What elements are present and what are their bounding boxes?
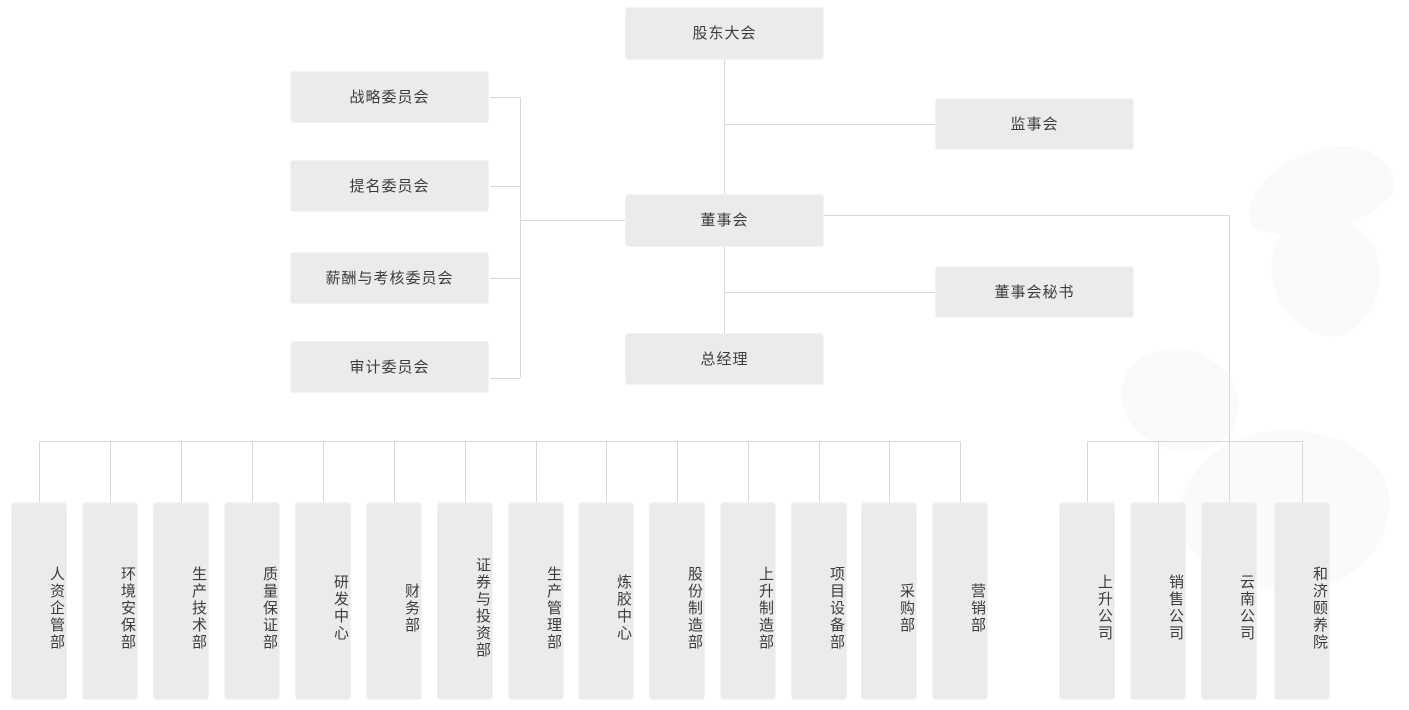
connector-department-drop xyxy=(748,441,749,502)
node-department-procurement[interactable]: 采购部 xyxy=(861,502,917,700)
node-committee-strategy[interactable]: 战略委员会 xyxy=(290,71,489,123)
connector-department-drop xyxy=(252,441,253,502)
node-department-securities-investment[interactable]: 证券与投资部 xyxy=(437,502,493,700)
background-watermark-shape xyxy=(1106,332,1254,468)
node-general-manager[interactable]: 总经理 xyxy=(625,333,824,385)
node-department-hr-enterprise-management[interactable]: 人资企管部 xyxy=(11,502,67,700)
connector-department-drop xyxy=(394,441,395,502)
node-subsidiary-heji-nursing-home[interactable]: 和济颐养院 xyxy=(1274,502,1330,700)
connector-department-bus xyxy=(39,441,960,442)
node-board-secretary[interactable]: 董事会秘书 xyxy=(935,266,1134,318)
node-shareholders-meeting[interactable]: 股东大会 xyxy=(625,7,824,60)
node-department-finance[interactable]: 财务部 xyxy=(366,502,422,700)
background-watermark-shape xyxy=(1262,207,1388,343)
connector-committee-compensation xyxy=(490,278,520,279)
connector-subsidiary-bus xyxy=(1087,441,1303,442)
connector-supervisors xyxy=(724,124,935,125)
connector-subsidiary-drop xyxy=(1087,441,1088,502)
connector-department-drop xyxy=(960,441,961,502)
node-subsidiary-shangsheng-company[interactable]: 上升公司 xyxy=(1059,502,1115,700)
connector-department-drop xyxy=(110,441,111,502)
node-subsidiary-sales-company[interactable]: 销售公司 xyxy=(1130,502,1186,700)
connector-department-drop xyxy=(606,441,607,502)
connector-board-secretary xyxy=(724,292,935,293)
connector-subsidiary-drop xyxy=(1302,441,1303,502)
node-department-production-technology[interactable]: 生产技术部 xyxy=(153,502,209,700)
connector-committee-to-board xyxy=(520,220,625,221)
node-committee-nomination[interactable]: 提名委员会 xyxy=(290,160,489,212)
node-department-rd-center[interactable]: 研发中心 xyxy=(295,502,351,700)
node-department-project-equipment[interactable]: 项目设备部 xyxy=(791,502,847,700)
node-department-quality-assurance[interactable]: 质量保证部 xyxy=(224,502,280,700)
connector-department-drop xyxy=(181,441,182,502)
connector-department-drop xyxy=(819,441,820,502)
node-department-environment-security[interactable]: 环境安保部 xyxy=(82,502,138,700)
node-board-of-supervisors[interactable]: 监事会 xyxy=(935,98,1134,150)
connector-subsidiary-drop xyxy=(1229,441,1230,502)
node-subsidiary-yunnan-company[interactable]: 云南公司 xyxy=(1201,502,1257,700)
connector-department-drop xyxy=(465,441,466,502)
connector-subsidiary-drop xyxy=(1158,441,1159,502)
background-watermark-shape xyxy=(1238,135,1402,245)
node-department-rubber-mixing-center[interactable]: 炼胶中心 xyxy=(578,502,634,700)
connector-board-to-subsidiaries xyxy=(824,215,1229,216)
node-department-production-management[interactable]: 生产管理部 xyxy=(508,502,564,700)
connector-committee-nomination xyxy=(490,186,520,187)
connector-department-drop xyxy=(536,441,537,502)
connector-department-drop xyxy=(889,441,890,502)
node-department-marketing[interactable]: 营销部 xyxy=(932,502,988,700)
connector-committee-bus xyxy=(520,97,521,378)
node-committee-compensation[interactable]: 薪酬与考核委员会 xyxy=(290,252,489,304)
node-committee-audit[interactable]: 审计委员会 xyxy=(290,341,489,393)
node-department-shares-manufacturing[interactable]: 股份制造部 xyxy=(649,502,705,700)
connector-department-drop xyxy=(39,441,40,502)
connector-committee-strategy xyxy=(490,97,520,98)
connector-subsidiary-trunk xyxy=(1229,215,1230,441)
node-department-shangsheng-manufacturing[interactable]: 上升制造部 xyxy=(720,502,776,700)
node-board-of-directors[interactable]: 董事会 xyxy=(625,194,824,247)
connector-department-drop xyxy=(677,441,678,502)
connector-department-drop xyxy=(323,441,324,502)
connector-committee-audit xyxy=(490,378,520,379)
